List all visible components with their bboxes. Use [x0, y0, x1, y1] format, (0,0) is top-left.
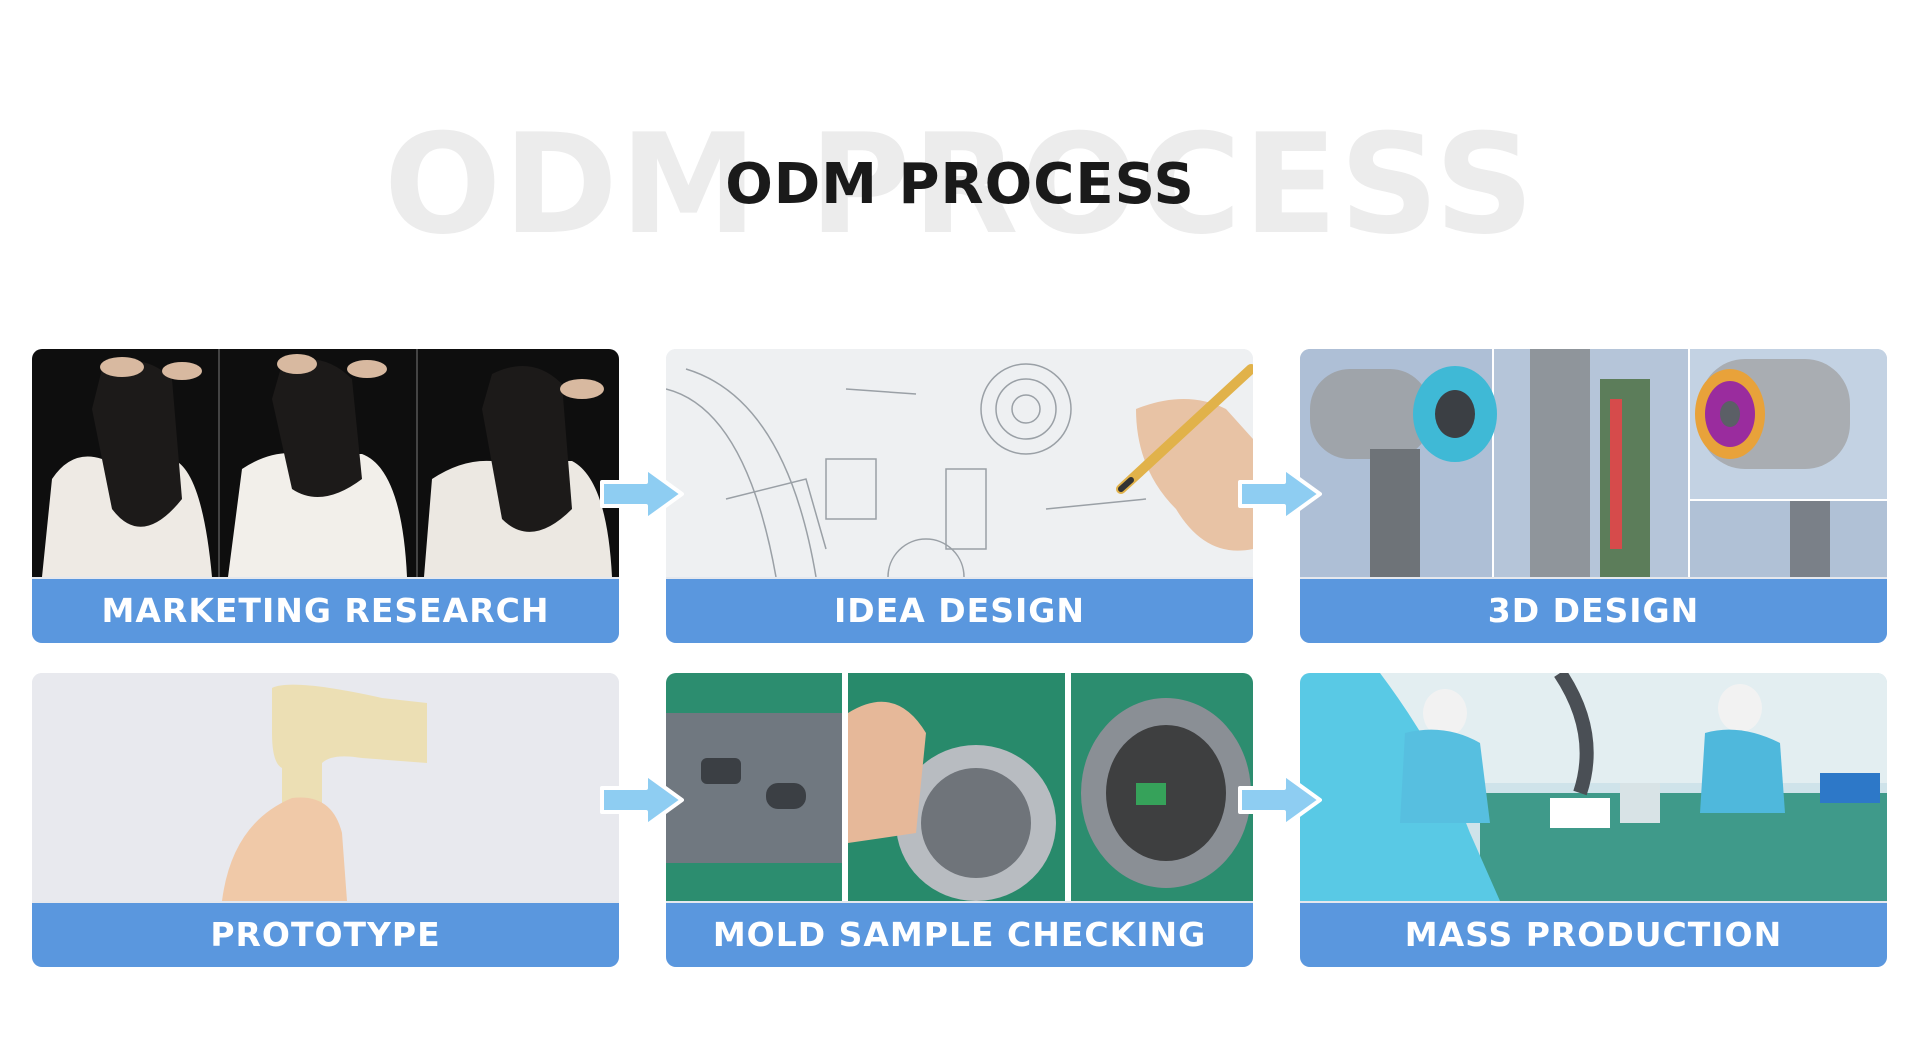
step-label: MARKETING RESEARCH — [32, 579, 619, 643]
idea-design-photo — [666, 349, 1253, 577]
3d-design-photo — [1300, 349, 1887, 577]
step-label: PROTOTYPE — [32, 903, 619, 967]
step-label: MASS PRODUCTION — [1300, 903, 1887, 967]
arrow-right-icon — [1238, 772, 1322, 828]
mold-sample-checking-photo — [666, 673, 1253, 901]
step-card-idea-design[interactable]: IDEA DESIGN — [666, 349, 1253, 643]
watermark-text: ODM PROCESS — [383, 104, 1537, 265]
arrow-right-icon — [600, 772, 684, 828]
marketing-research-photo — [32, 349, 619, 577]
step-card-marketing-research[interactable]: MARKETING RESEARCH — [32, 349, 619, 643]
step-label: MOLD SAMPLE CHECKING — [666, 903, 1253, 967]
step-label: 3D DESIGN — [1300, 579, 1887, 643]
step-card-mass-production[interactable]: MASS PRODUCTION — [1300, 673, 1887, 967]
prototype-photo — [32, 673, 619, 901]
page-header: ODM PROCESS ODM PROCESS — [0, 110, 1920, 260]
arrow-right-icon — [1238, 466, 1322, 522]
step-label: IDEA DESIGN — [666, 579, 1253, 643]
mass-production-photo — [1300, 673, 1887, 901]
step-card-3d-design[interactable]: 3D DESIGN — [1300, 349, 1887, 643]
step-card-prototype[interactable]: PROTOTYPE — [32, 673, 619, 967]
step-card-mold-sample-checking[interactable]: MOLD SAMPLE CHECKING — [666, 673, 1253, 967]
page-title: ODM PROCESS — [725, 152, 1195, 217]
arrow-right-icon — [600, 466, 684, 522]
